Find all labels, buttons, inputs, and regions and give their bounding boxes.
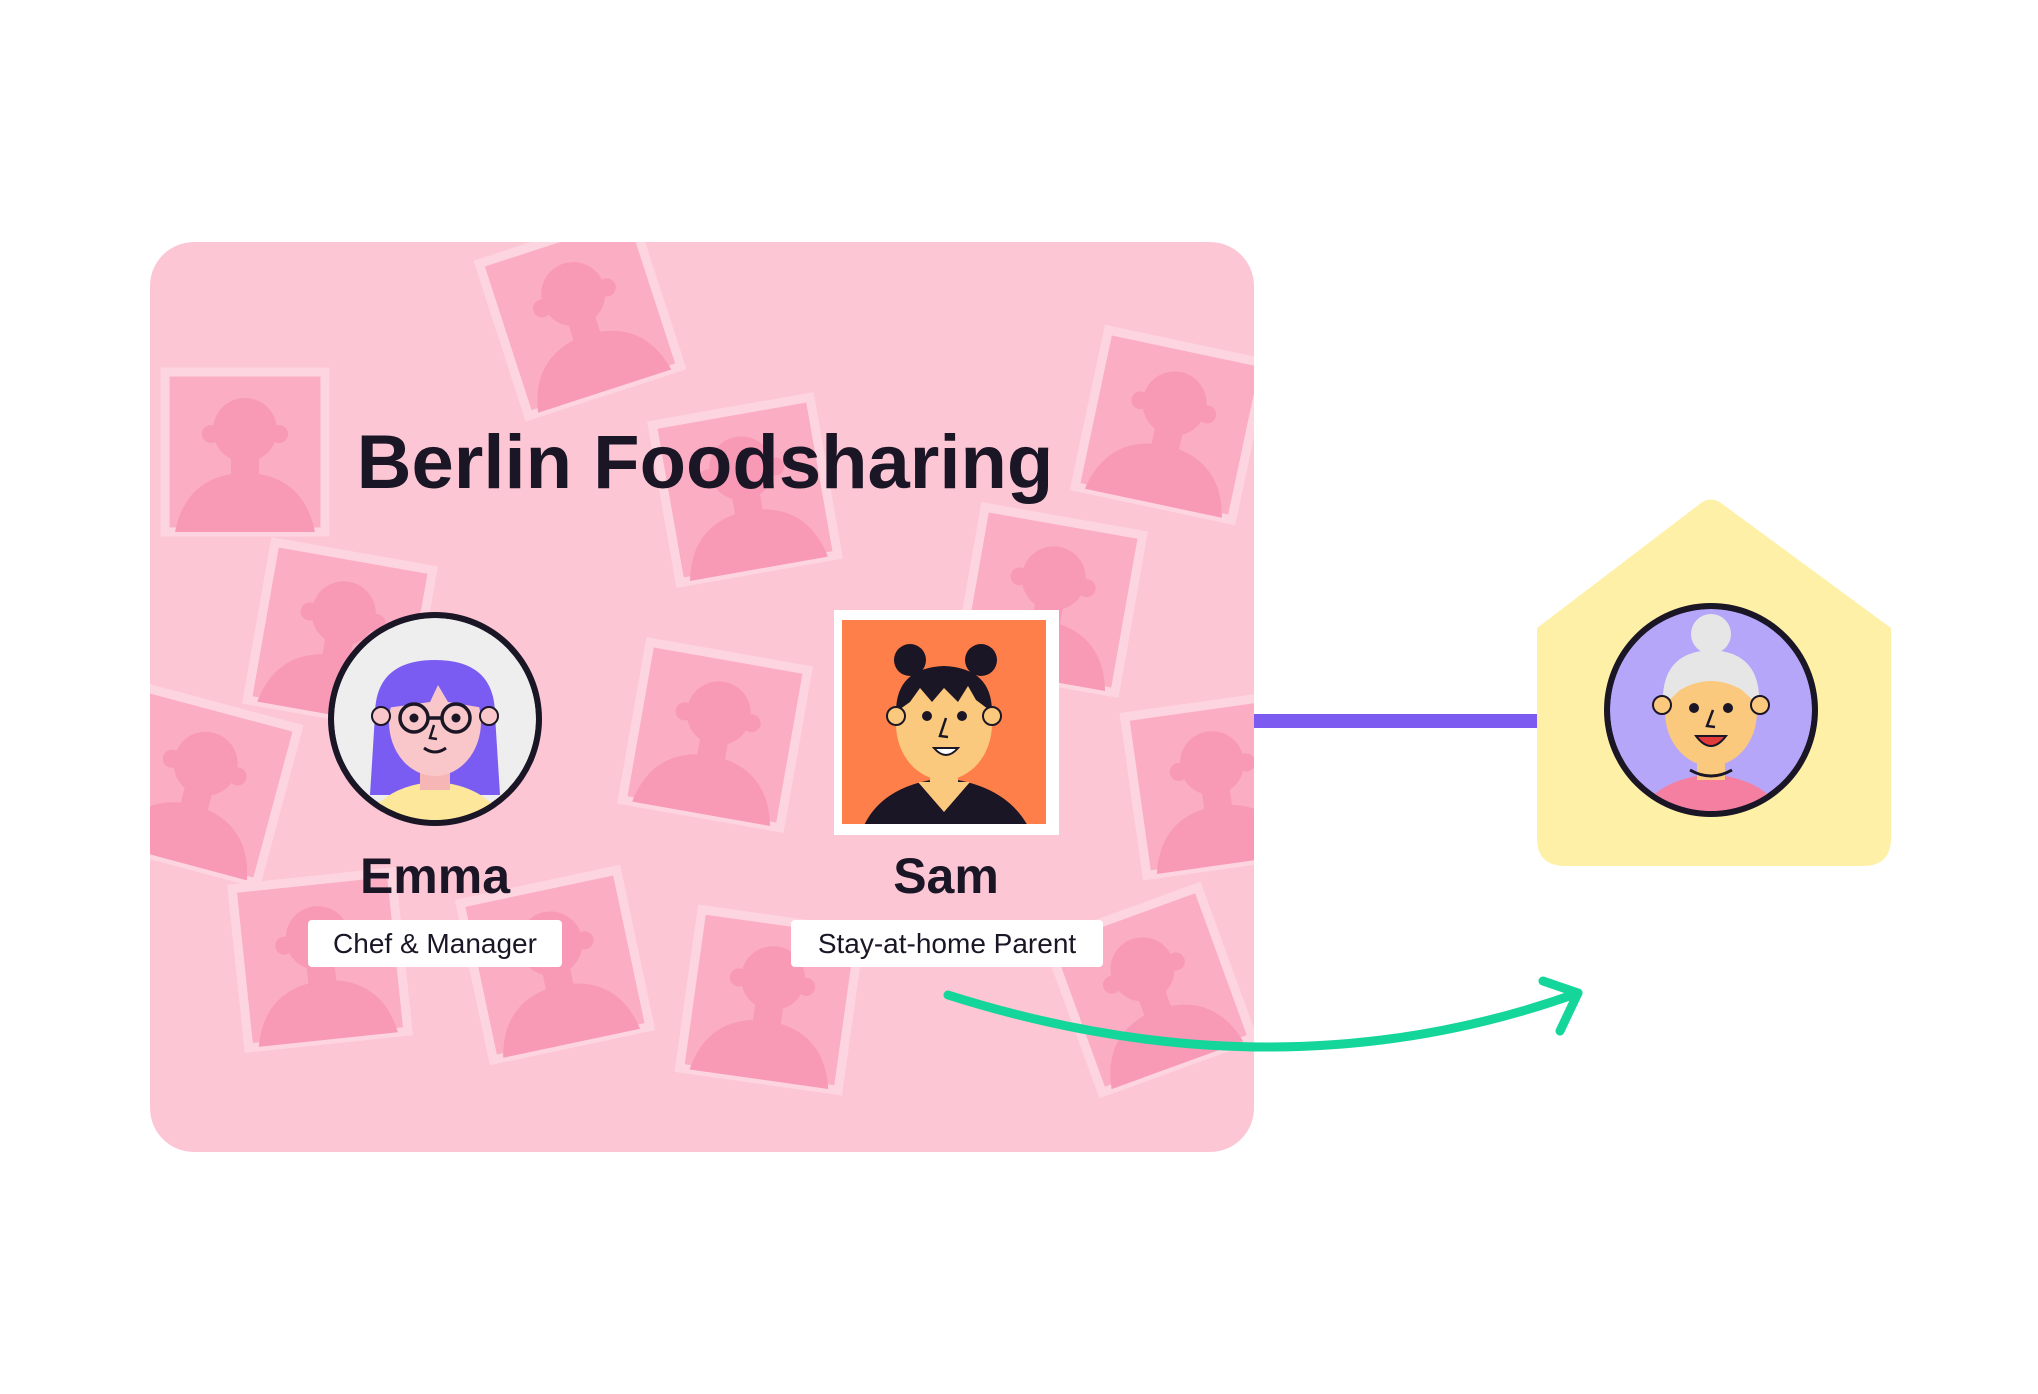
sam-name: Sam bbox=[893, 848, 999, 904]
arrow-to-recipient bbox=[943, 976, 1583, 1052]
emma-role-badge bbox=[308, 920, 562, 967]
emma-role: Chef & Manager bbox=[333, 928, 537, 959]
group-panel: Berlin Foodsharing bbox=[150, 242, 1254, 1152]
emma-avatar bbox=[328, 612, 542, 826]
emma-name: Emma bbox=[360, 848, 511, 904]
group-title: Berlin Foodsharing bbox=[357, 420, 1054, 505]
recipient-home bbox=[1537, 499, 1891, 866]
sam-avatar bbox=[834, 610, 1059, 835]
member-emma: Emma Chef & Manager bbox=[308, 612, 562, 967]
elderly-woman-avatar bbox=[1604, 603, 1818, 817]
member-sam: Sam Stay-at-home Parent bbox=[791, 610, 1103, 967]
sam-role-badge bbox=[791, 920, 1103, 967]
sam-role: Stay-at-home Parent bbox=[818, 928, 1077, 959]
